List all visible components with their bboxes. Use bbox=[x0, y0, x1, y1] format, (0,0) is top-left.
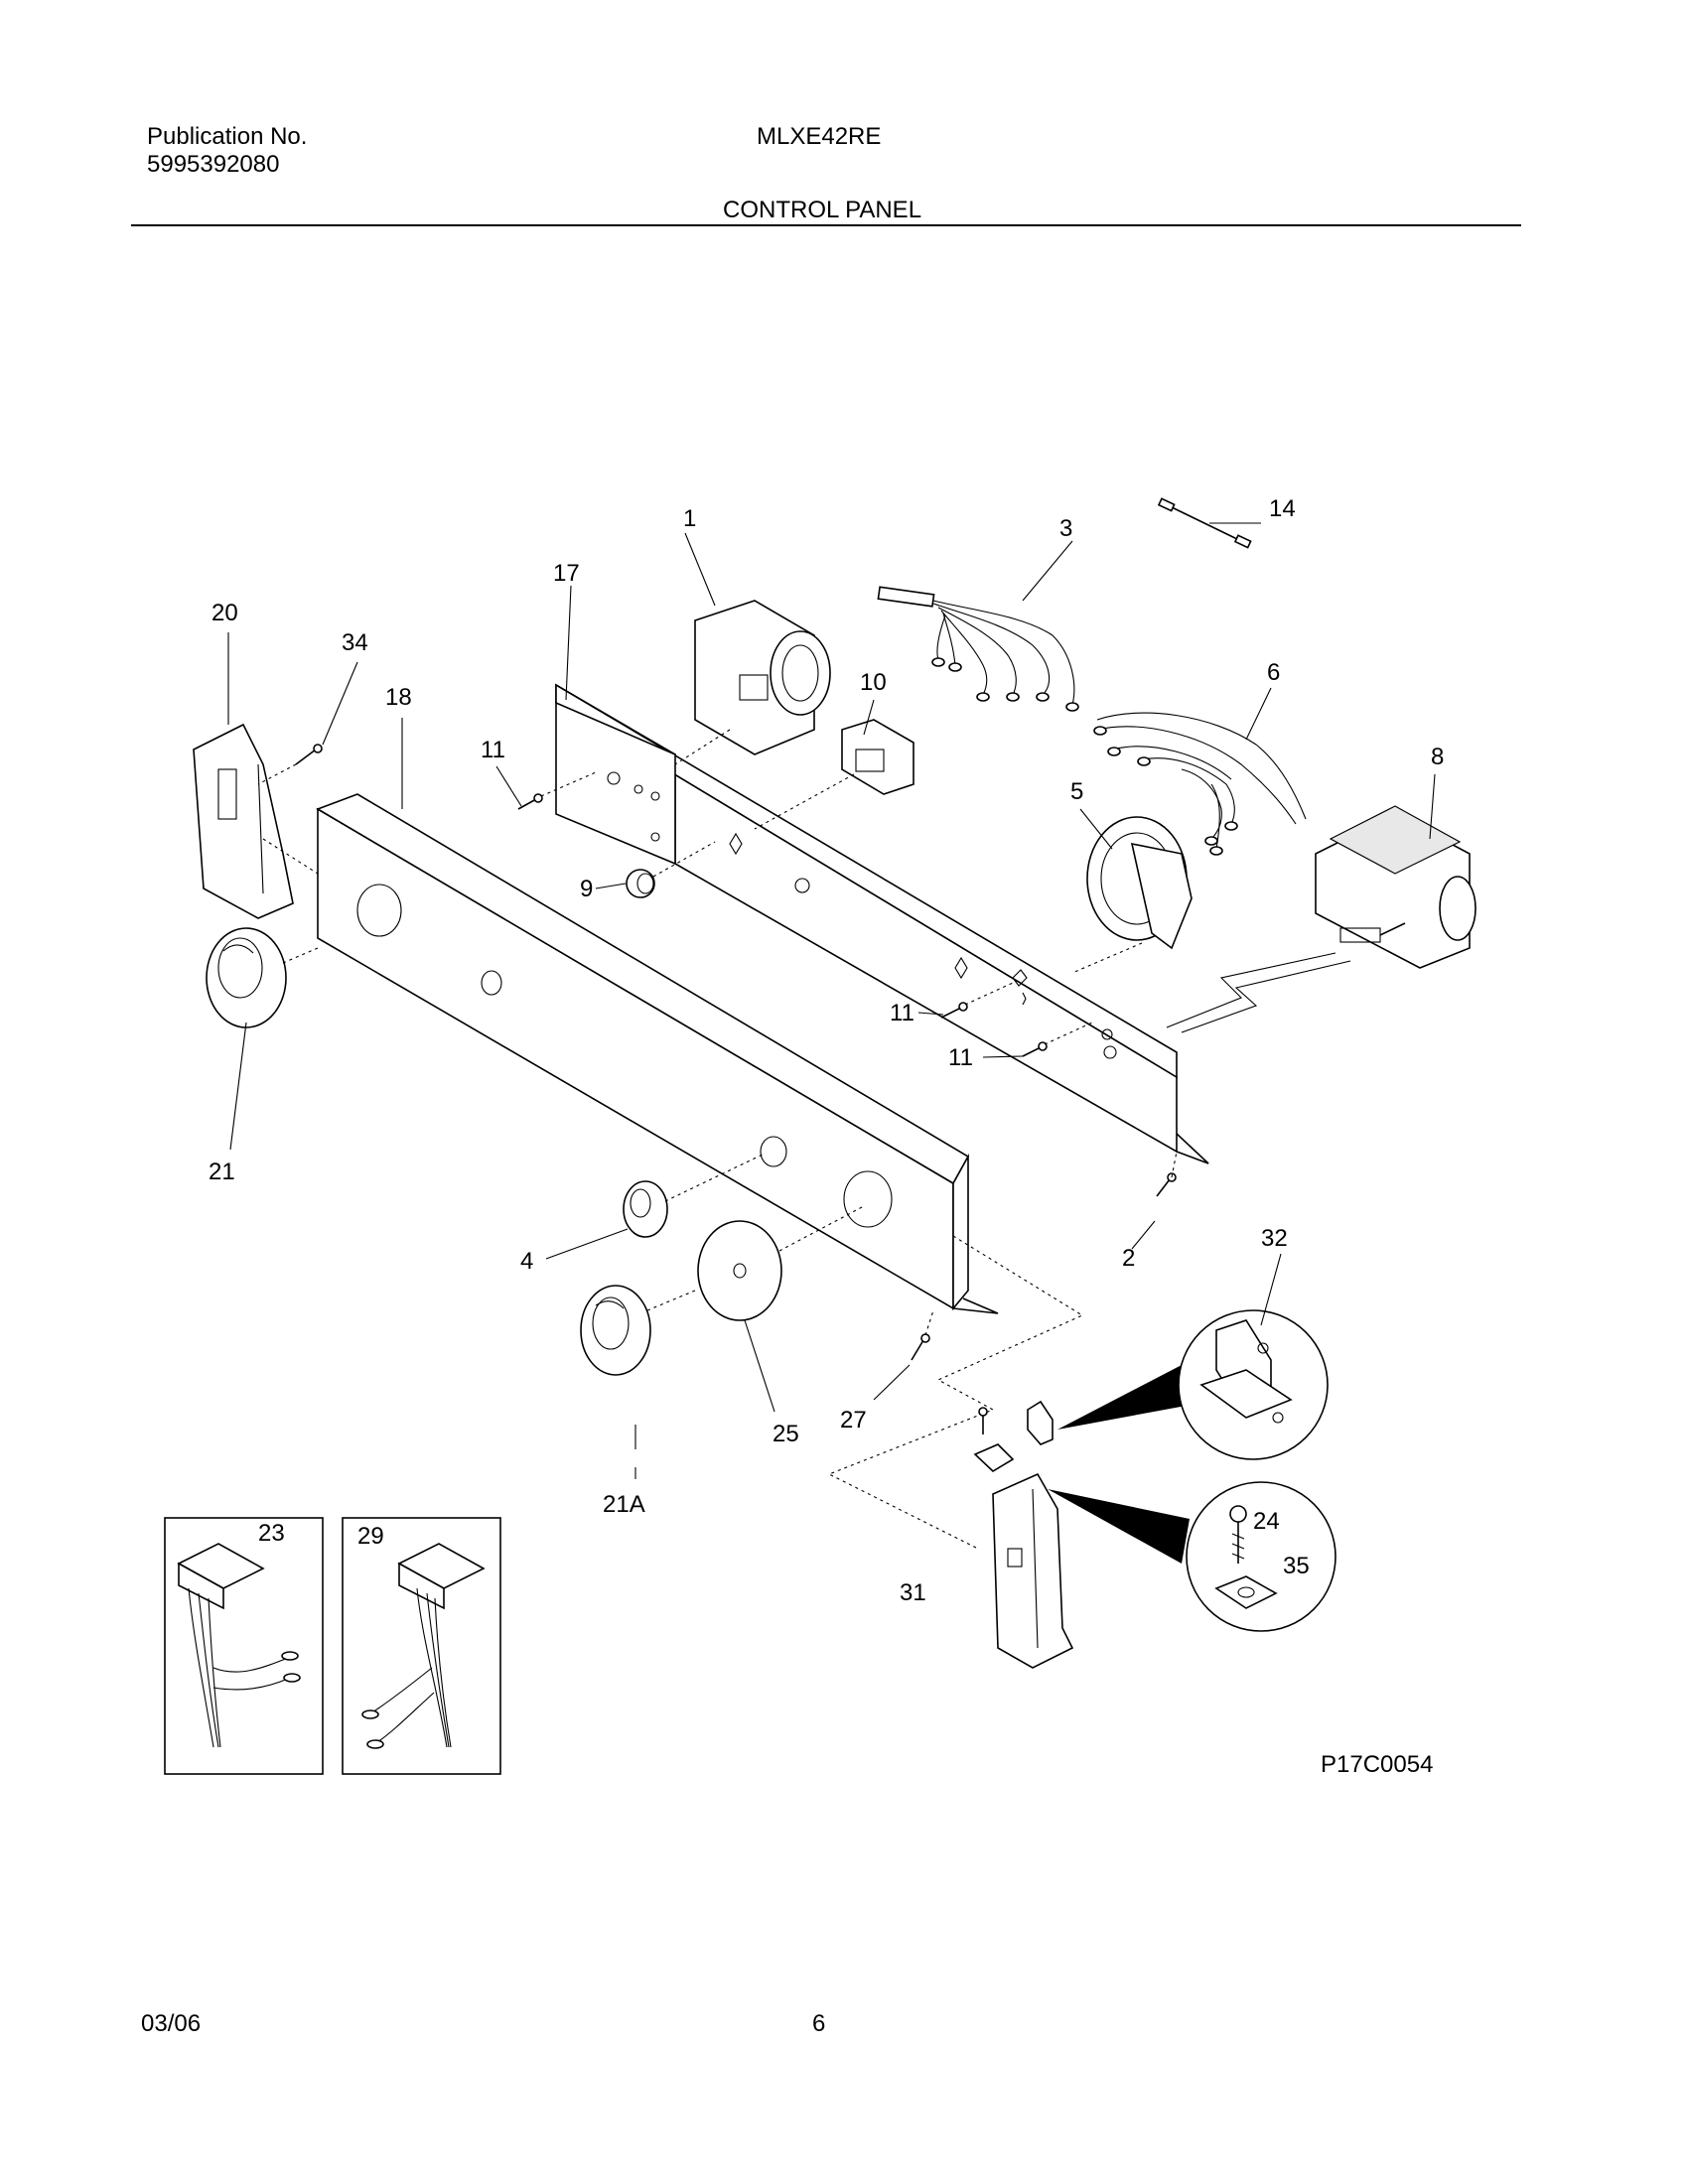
callout-1: 1 bbox=[683, 505, 696, 532]
callout-6: 6 bbox=[1267, 659, 1280, 686]
screw-part-11-mid bbox=[940, 969, 1028, 1019]
screw-part-34 bbox=[257, 744, 323, 785]
knob-insert-part-9 bbox=[626, 841, 716, 898]
knob-part-21a bbox=[580, 1285, 696, 1376]
detail-circle-part-32 bbox=[1057, 1309, 1329, 1460]
screw-part-27 bbox=[911, 1309, 934, 1361]
callout-27: 27 bbox=[840, 1407, 867, 1433]
control-module-part-8 bbox=[1166, 805, 1477, 1033]
publication-label: Publication No. bbox=[147, 123, 308, 150]
callout-2: 2 bbox=[1122, 1245, 1135, 1272]
callout-14: 14 bbox=[1269, 495, 1296, 522]
callout-21: 21 bbox=[209, 1159, 235, 1185]
front-console-part-18 bbox=[316, 793, 999, 1314]
callout-25: 25 bbox=[773, 1421, 799, 1447]
selector-part-5 bbox=[1071, 816, 1193, 974]
publication-number: 5995392080 bbox=[147, 151, 280, 178]
callout-8: 8 bbox=[1431, 744, 1444, 770]
callout-17: 17 bbox=[553, 560, 580, 587]
leader-lines bbox=[227, 522, 1436, 1479]
footer-date: 03/06 bbox=[141, 2010, 202, 2037]
callout-18: 18 bbox=[385, 684, 412, 711]
end-cap-left-part-20 bbox=[193, 723, 319, 919]
page-number: 6 bbox=[812, 2010, 826, 2037]
dial-part-25 bbox=[697, 1205, 865, 1321]
callout-5: 5 bbox=[1070, 778, 1083, 805]
rear-control-panel-part-17 bbox=[555, 683, 1209, 1164]
figure-code: P17C0054 bbox=[1321, 1751, 1433, 1778]
knob-part-21 bbox=[206, 927, 319, 1028]
callout-4: 4 bbox=[520, 1248, 533, 1275]
callout-34: 34 bbox=[342, 629, 368, 656]
wire-harness-part-3 bbox=[877, 586, 1079, 712]
clip-assembly-part-24-35 bbox=[973, 1407, 1015, 1472]
callout-31: 31 bbox=[900, 1579, 926, 1606]
callout-21a: 21A bbox=[603, 1491, 645, 1518]
callout-11-mid: 11 bbox=[890, 1000, 914, 1026]
callout-10: 10 bbox=[860, 669, 887, 696]
bracket-part-32 bbox=[1027, 1400, 1054, 1445]
end-cap-right-part-31 bbox=[992, 1472, 1074, 1669]
inset-harness-part-29 bbox=[342, 1517, 501, 1775]
ground-wire-route bbox=[827, 1235, 1084, 1550]
callout-32: 32 bbox=[1261, 1225, 1288, 1252]
callout-9: 9 bbox=[580, 876, 593, 902]
callout-11-right: 11 bbox=[948, 1044, 973, 1071]
callout-35: 35 bbox=[1283, 1553, 1310, 1579]
callout-29: 29 bbox=[357, 1523, 384, 1550]
inset-harness-part-23 bbox=[164, 1517, 324, 1775]
callout-24: 24 bbox=[1253, 1508, 1280, 1535]
section-title: CONTROL PANEL bbox=[723, 197, 922, 223]
screw-part-2 bbox=[1156, 1151, 1178, 1197]
detail-circle-part-24-35 bbox=[1048, 1481, 1336, 1632]
callout-23: 23 bbox=[258, 1520, 285, 1547]
callout-3: 3 bbox=[1059, 515, 1072, 542]
timer-part-1 bbox=[674, 600, 831, 765]
switch-part-10 bbox=[754, 719, 914, 830]
header-rule bbox=[131, 224, 1521, 226]
jumper-wire-part-14 bbox=[1157, 497, 1252, 549]
model-number: MLXE42RE bbox=[757, 123, 882, 150]
screw-part-11-left bbox=[517, 771, 597, 810]
callout-11-left: 11 bbox=[481, 737, 505, 763]
callout-20: 20 bbox=[211, 600, 238, 626]
screw-part-11-right bbox=[1022, 1022, 1093, 1057]
knob-part-4 bbox=[623, 1153, 766, 1238]
